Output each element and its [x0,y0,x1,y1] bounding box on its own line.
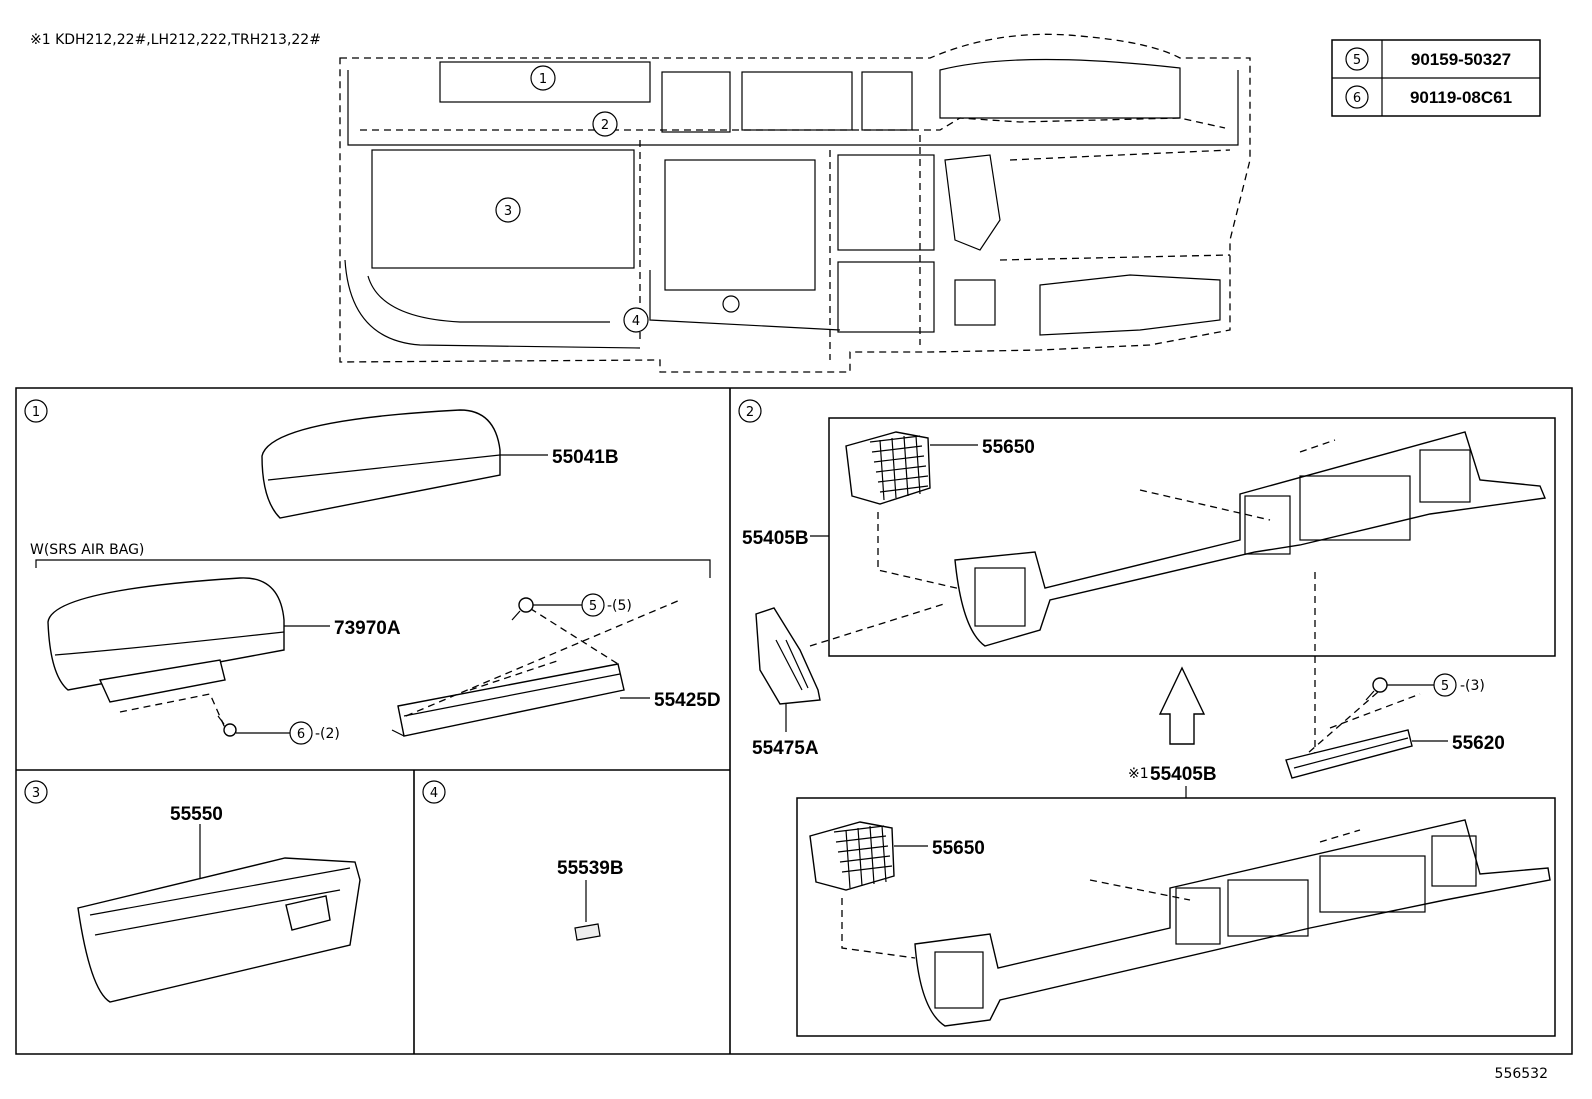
up-arrow-icon [1158,666,1206,745]
srs-variant-label: W(SRS AIR BAG) [30,542,144,558]
screw-5-qty: -(5) [607,598,632,614]
part-55539B-drawing [574,923,601,941]
variant-note: ※1 [1128,766,1149,782]
detail-frame [15,387,1573,1055]
vent-bottom-drawing [809,821,895,891]
overview-callout-3: 3 [504,204,512,219]
diagram-id: 556532 [1495,1066,1548,1082]
part-55475A-label: 55475A [752,738,819,759]
overview-callout-1: 1 [539,72,547,87]
screw-5-ref-section2: 5 [1441,679,1449,694]
section-4: 4 55539B [422,780,624,941]
section-2: 2 55650 55405B 55475A [738,399,1556,1037]
screw-5-icon-section2 [1365,677,1388,701]
table-part-6: 90119-08C61 [1410,88,1512,107]
overview-callout-2: 2 [601,118,609,133]
part-55425D-drawing [391,663,625,737]
section-1: 1 55041B W(SRS AIR BAG) 73970A 6 -(2) [24,399,721,745]
table-ref-6: 6 [1353,91,1361,106]
section-3-number: 3 [32,786,40,801]
panel-top-label: 55405B [742,528,809,549]
table-ref-5: 5 [1353,53,1361,68]
screw-6-icon [217,715,237,737]
vent-bottom-label: 55650 [932,838,985,859]
part-55475A-drawing [755,607,821,705]
dashboard-overview: 1 2 3 4 [339,33,1251,373]
part-73970A-label: 73970A [334,618,401,639]
header-note: ※1 KDH212,22#,LH212,222,TRH213,22# [30,32,321,48]
part-55539B-label: 55539B [557,858,624,879]
section-1-number: 1 [32,405,40,420]
section-3: 3 55550 [24,780,361,1003]
panel-bottom-label: 55405B [1150,764,1217,785]
screw-5-qty-section2: -(3) [1460,678,1485,694]
screw-5-ref: 5 [589,599,597,614]
part-55425D-label: 55425D [654,690,721,711]
screw-6-ref: 6 [297,727,305,742]
panel-top-drawing [954,431,1546,647]
vent-top-drawing [845,431,931,505]
section-2-number: 2 [746,405,754,420]
section-4-number: 4 [430,786,438,801]
screw-6-qty: -(2) [315,726,340,742]
panel-bottom-drawing [914,819,1551,1027]
part-55041B-drawing [261,409,501,519]
part-55041B-label: 55041B [552,447,619,468]
panel-top-box [828,417,1556,657]
table-part-5: 90159-50327 [1411,50,1511,69]
overview-callout-4: 4 [632,314,640,329]
fastener-table: 5 90159-50327 6 90119-08C61 [1331,39,1541,117]
part-55620-drawing [1285,729,1413,779]
part-55550-drawing [77,857,361,1003]
part-55550-label: 55550 [170,804,223,825]
screw-5-icon [511,597,534,621]
panel-bottom-box [796,797,1556,1037]
part-55620-label: 55620 [1452,733,1505,754]
part-73970A-drawing [47,577,285,703]
srs-bracket-line [35,559,711,578]
vent-top-label: 55650 [982,437,1035,458]
